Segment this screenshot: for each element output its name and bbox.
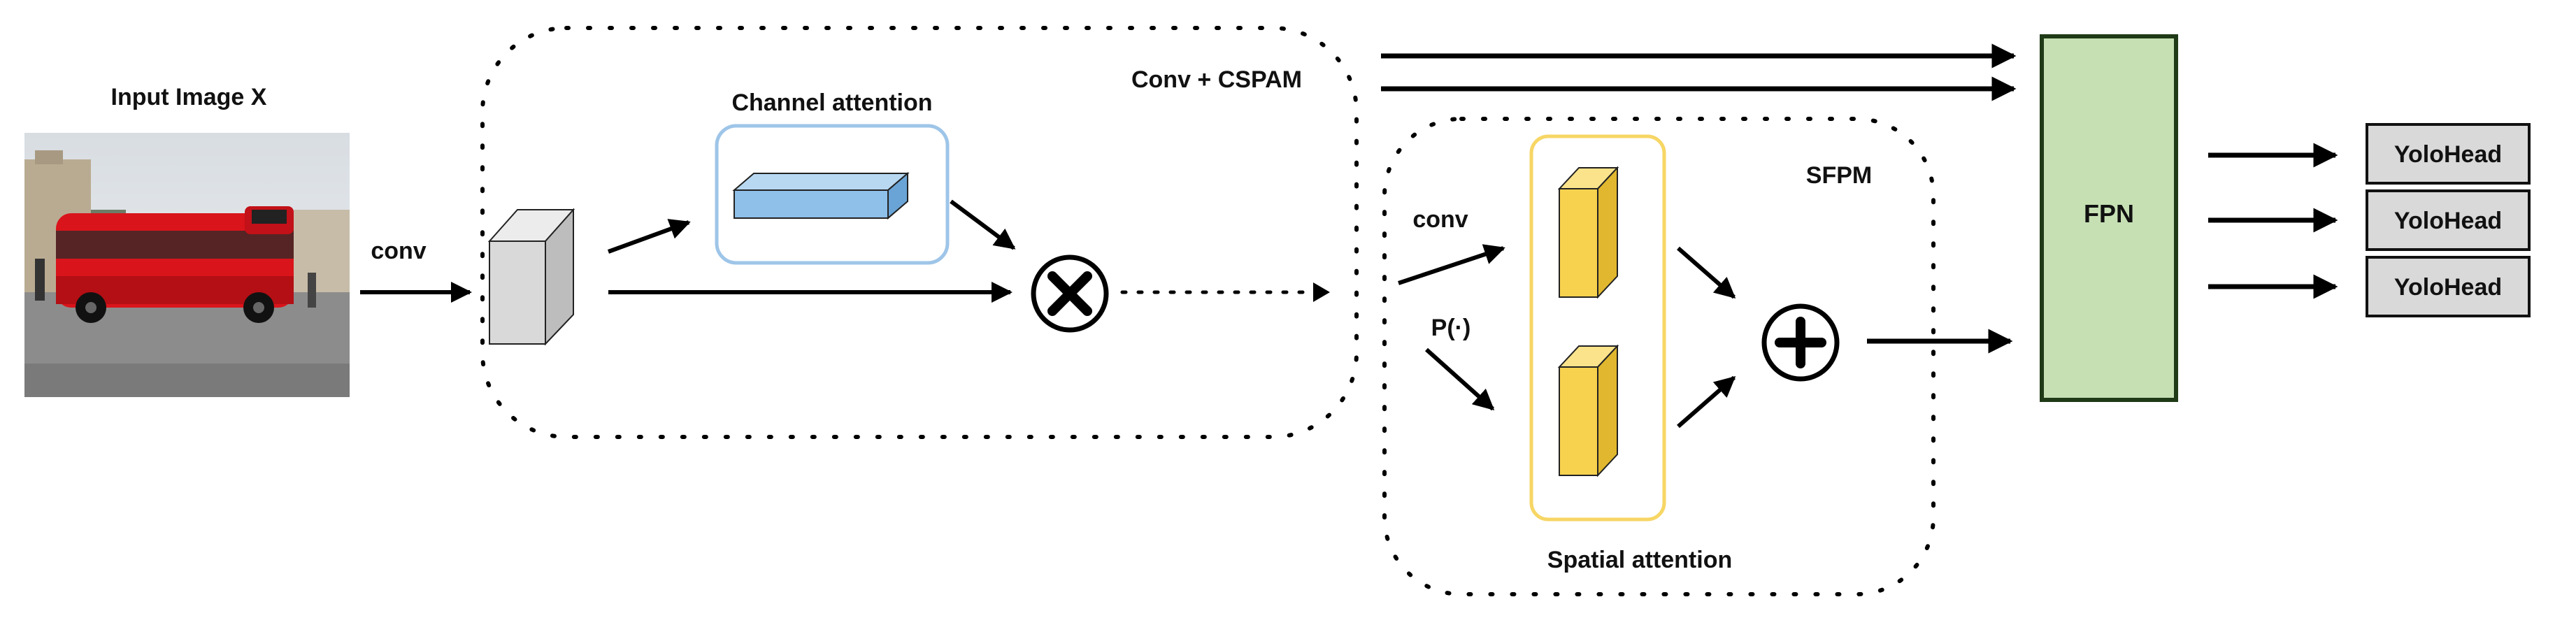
channel-attention-block <box>732 171 910 220</box>
spatial-attention-box <box>1529 134 1666 522</box>
spatial-attention-label: Spatial attention <box>1547 547 1732 573</box>
multiply-operator-icon <box>1031 254 1109 333</box>
pooling-label: P(·) <box>1431 315 1471 341</box>
feature-map-cube <box>487 208 575 346</box>
yolo-head-box-2 <box>2366 189 2531 251</box>
yolo-head-label-1: YoloHead <box>2394 141 2502 168</box>
yolo-head-box-3 <box>2366 256 2531 317</box>
sfpm-label: SFPM <box>1806 162 1872 189</box>
cspam-label: Conv + CSPAM <box>1131 66 1302 93</box>
conv-label-first: conv <box>371 238 426 264</box>
fpn-label: FPN <box>2084 199 2134 228</box>
arrow-spatial-top-to-add <box>1677 246 1736 299</box>
arrow-channel-to-multiply <box>950 199 1016 250</box>
fpn-box <box>2040 34 2178 402</box>
input-image-bus-photo <box>24 133 350 397</box>
sfpm-region <box>1382 117 1935 596</box>
channel-attention-box <box>715 124 950 265</box>
arrow-spatial-bottom-to-add <box>1677 375 1736 429</box>
arrow-conv-to-spatial-top <box>1398 244 1505 285</box>
input-image-label: Input Image X <box>111 84 267 110</box>
yolo-head-box-1 <box>2366 123 2531 185</box>
yolo-head-label-2: YoloHead <box>2394 208 2502 234</box>
channel-attention-label: Channel attention <box>731 89 932 116</box>
add-operator-icon <box>1761 303 1840 382</box>
arrow-pool-to-spatial-bottom <box>1424 347 1495 411</box>
yolo-head-label-3: YoloHead <box>2394 274 2502 301</box>
arrow-cube-to-channel <box>607 219 691 254</box>
cspam-region <box>480 26 1359 439</box>
spatial-block-top <box>1557 166 1619 299</box>
conv-label-second: conv <box>1412 206 1468 233</box>
spatial-block-bottom <box>1557 344 1619 477</box>
